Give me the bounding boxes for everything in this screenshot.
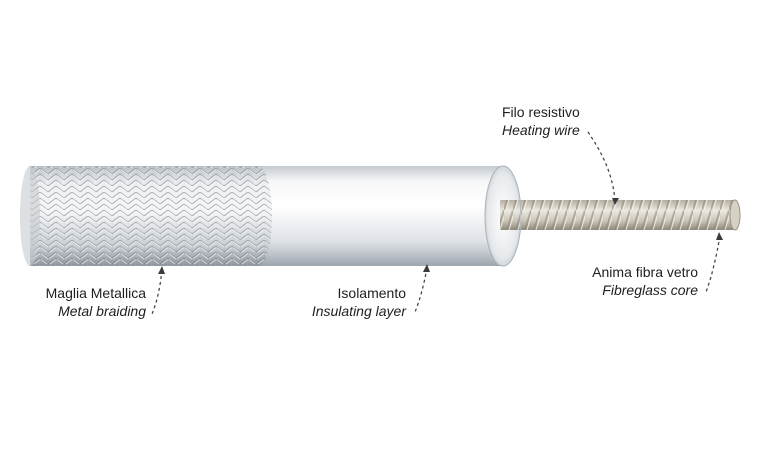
fibreglass-core-label-en: Fibreglass core: [602, 282, 698, 298]
heating-wire-label-en: Heating wire: [502, 122, 580, 138]
heating-wire-label-it: Filo resistivo: [502, 104, 580, 120]
fibreglass-core-shape: [495, 199, 741, 231]
insulating-layer-leader: [414, 267, 428, 313]
fibreglass-core-label-it: Anima fibra vetro: [592, 264, 698, 280]
fibreglass-core-leader: [705, 235, 721, 293]
insulating-layer-label-en: Insulating layer: [311, 303, 406, 319]
insulating-layer-label-it: Isolamento: [337, 285, 406, 301]
metal-braiding-shape: [20, 166, 272, 266]
metal-braiding-label-it: Maglia Metallica: [45, 285, 146, 301]
metal-braiding-label-en: Metal braiding: [58, 303, 146, 319]
insulation-shape: [250, 165, 522, 267]
label-fibreglass-core: Anima fibra vetro Fibreglass core: [570, 263, 698, 299]
heating-wire-leader: [587, 131, 616, 201]
label-insulating-layer: Isolamento Insulating layer: [290, 284, 406, 320]
label-metal-braiding: Maglia Metallica Metal braiding: [22, 284, 146, 320]
metal-braiding-leader: [151, 269, 163, 315]
label-heating-wire: Filo resistivo Heating wire: [502, 103, 580, 139]
